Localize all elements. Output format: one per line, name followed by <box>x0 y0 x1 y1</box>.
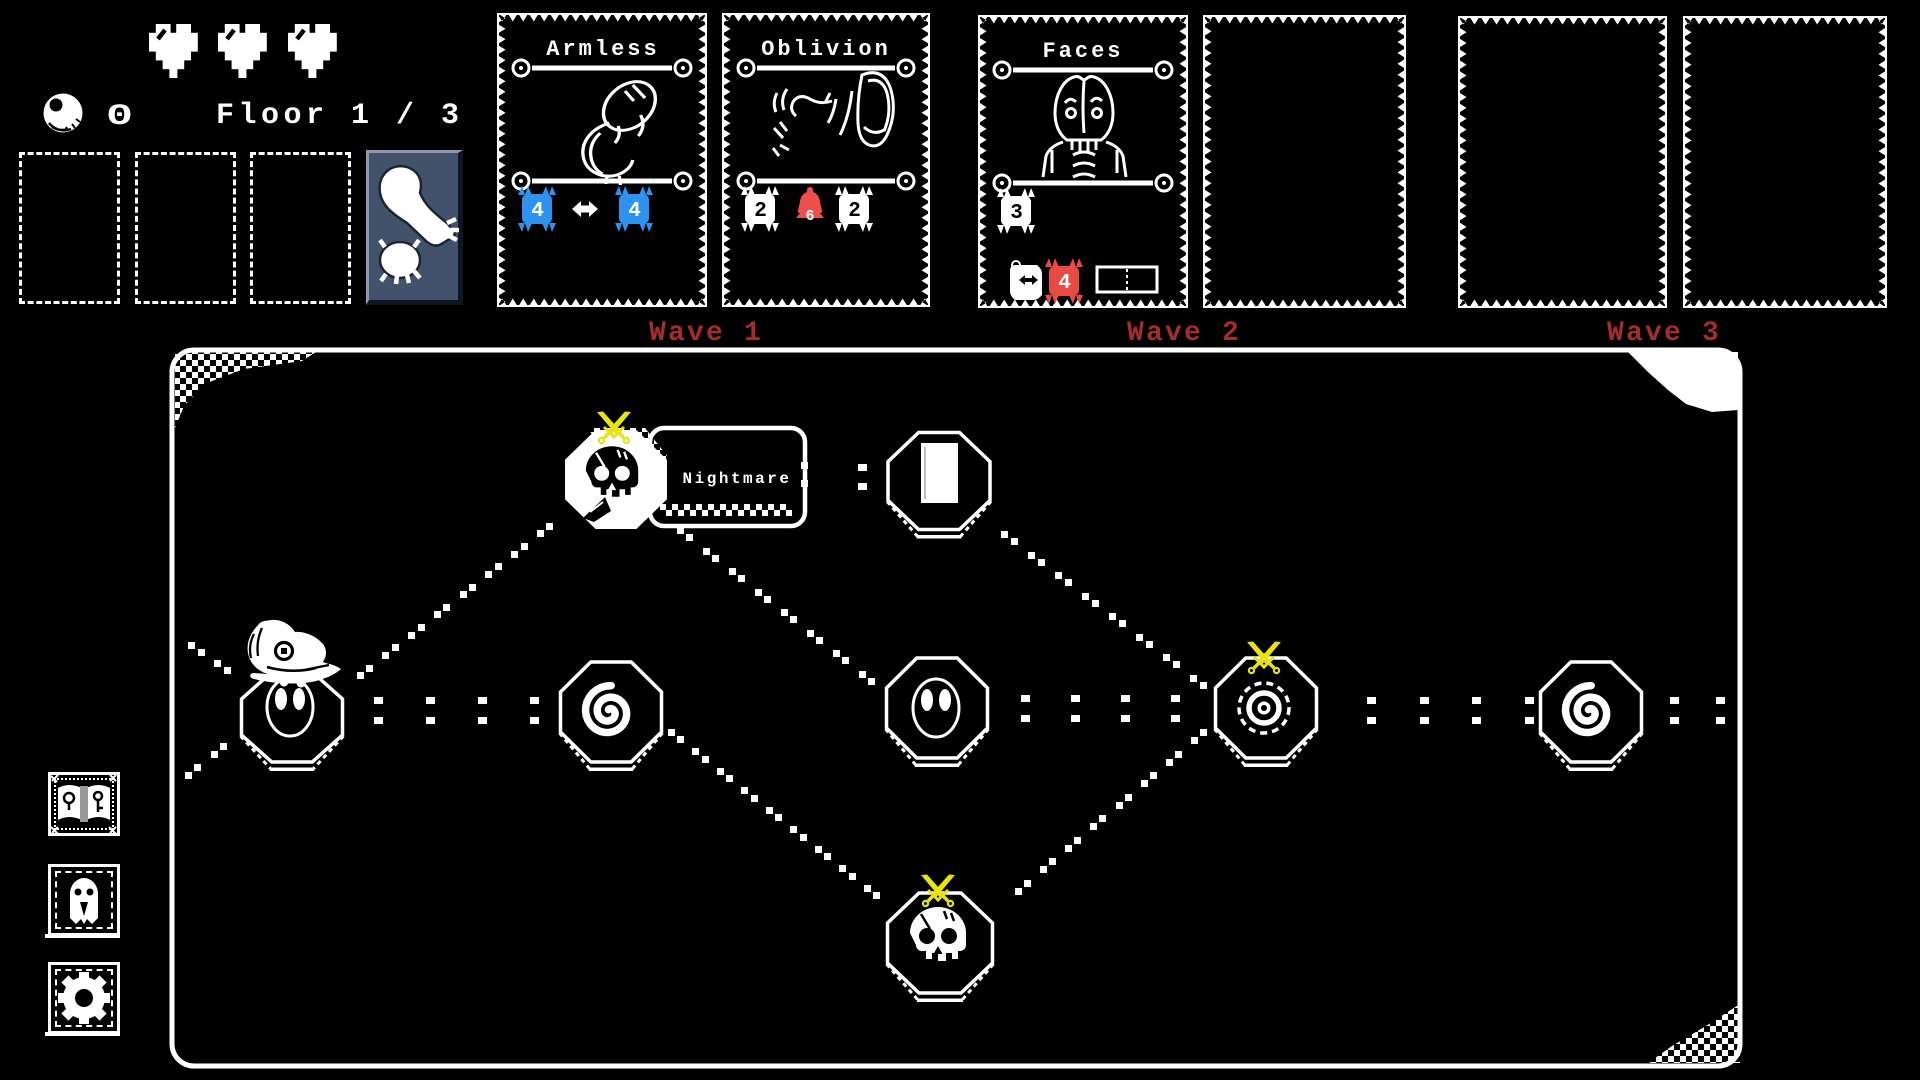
svg-text:2: 2 <box>848 200 861 223</box>
svg-text:Faces: Faces <box>1042 39 1123 64</box>
svg-text:Armless: Armless <box>546 37 659 62</box>
svg-text:4: 4 <box>1058 272 1071 295</box>
svg-text:6: 6 <box>805 208 814 225</box>
svg-text:4: 4 <box>628 200 641 223</box>
svg-text:Oblivion: Oblivion <box>761 37 891 62</box>
svg-text:Nightmare: Nightmare <box>683 470 792 488</box>
svg-text:2: 2 <box>754 200 767 223</box>
svg-text:3: 3 <box>1010 202 1023 225</box>
svg-text:4: 4 <box>531 200 544 223</box>
